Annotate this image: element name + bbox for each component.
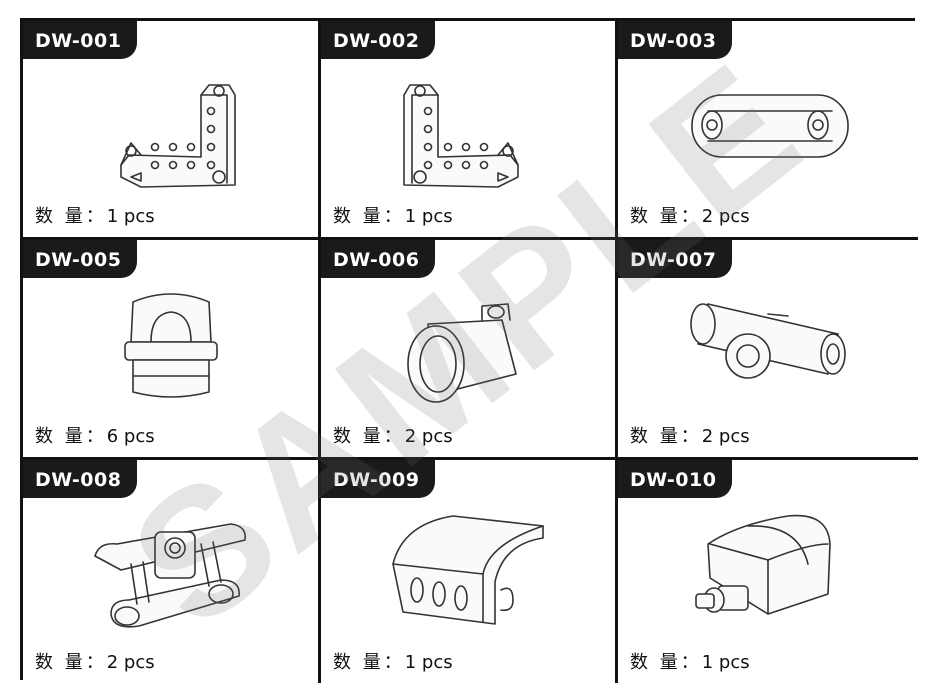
part-code: DW-007 bbox=[618, 240, 733, 278]
quantity-text: 数 量：2 pcs bbox=[630, 426, 750, 447]
part-card: DW-002 数 量：1 pcs bbox=[321, 21, 618, 240]
quantity-text: 数 量：6 pcs bbox=[35, 426, 155, 447]
part-card: DW-006 数 量：2 pcs bbox=[321, 240, 618, 460]
part-code: DW-009 bbox=[321, 460, 436, 498]
part-code: DW-006 bbox=[321, 240, 436, 278]
part-card: DW-003 数 量：2 pcs bbox=[618, 21, 918, 240]
quantity-text: 数 量：2 pcs bbox=[35, 652, 155, 673]
parts-sheet: DW-001 数 量：1 pcs bbox=[20, 18, 918, 683]
knob-cap-icon bbox=[688, 504, 848, 634]
part-card: DW-007 数 量：2 pcs bbox=[618, 240, 918, 460]
quantity-text: 数 量：1 pcs bbox=[630, 652, 750, 673]
cup-socket-icon bbox=[111, 284, 231, 414]
part-code: DW-005 bbox=[23, 240, 138, 278]
quantity-text: 数 量：1 pcs bbox=[35, 206, 155, 227]
quantity-text: 数 量：2 pcs bbox=[630, 206, 750, 227]
quantity-text: 数 量：2 pcs bbox=[333, 426, 453, 447]
part-card: DW-009 数 量：1 pcs bbox=[321, 460, 618, 683]
part-code: DW-010 bbox=[618, 460, 733, 498]
part-card: DW-010 数 量：1 pcs bbox=[618, 460, 918, 683]
part-code: DW-001 bbox=[23, 21, 138, 59]
track-link-icon bbox=[81, 504, 261, 634]
part-code: DW-002 bbox=[321, 21, 436, 59]
part-card: DW-008 数 量：2 pcs bbox=[23, 460, 321, 683]
bracket-plate-left-icon bbox=[101, 65, 241, 205]
part-card: DW-001 数 量：1 pcs bbox=[23, 21, 321, 240]
quantity-text: 数 量：1 pcs bbox=[333, 206, 453, 227]
tee-joint-icon bbox=[678, 284, 858, 404]
part-code: DW-008 bbox=[23, 460, 138, 498]
bracket-plate-right-icon bbox=[398, 65, 538, 205]
curved-cover-icon bbox=[383, 504, 553, 634]
part-code: DW-003 bbox=[618, 21, 733, 59]
quantity-text: 数 量：1 pcs bbox=[333, 652, 453, 673]
part-card: DW-005 数 量：6 pcs bbox=[23, 240, 321, 460]
parts-grid: DW-001 数 量：1 pcs bbox=[20, 18, 918, 683]
ring-clamp-icon bbox=[398, 284, 538, 414]
capsule-tube-icon bbox=[678, 65, 858, 185]
